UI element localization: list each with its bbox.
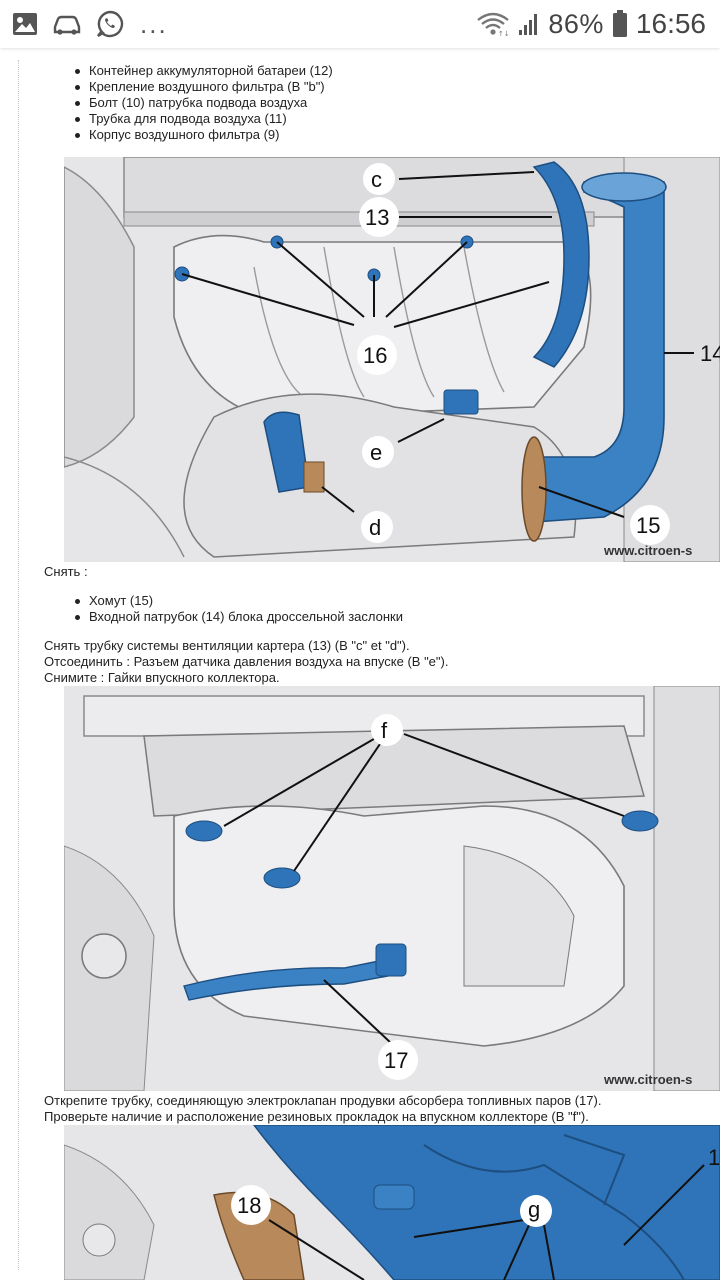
gallery-icon <box>12 12 38 36</box>
engine-illustration-1: c 13 16 14 e d 15 www.citroen-s <box>64 157 720 562</box>
list-item: Болт (10) патрубка подвода воздуха <box>0 95 333 111</box>
callout-1: 1 <box>708 1145 720 1170</box>
callout-18: 18 <box>237 1193 261 1218</box>
signal-icon <box>518 12 540 36</box>
whatsapp-icon <box>96 10 124 38</box>
overflow-indicator: ... <box>140 8 168 39</box>
car-icon <box>52 13 82 35</box>
callout-f: f <box>381 718 388 743</box>
battery-percent: 86% <box>548 8 604 39</box>
parts-list-2: Хомут (15) Входной патрубок (14) блока д… <box>0 593 403 625</box>
instruction-line: Проверьте наличие и расположение резинов… <box>44 1109 589 1124</box>
callout-13: 13 <box>365 205 389 230</box>
callout-15: 15 <box>636 513 660 538</box>
watermark: www.citroen-s <box>603 1072 692 1087</box>
engine-illustration-2: f 17 www.citroen-s <box>64 686 720 1091</box>
clock: 16:56 <box>635 8 706 39</box>
callout-g: g <box>528 1197 540 1222</box>
parts-list-1: Контейнер аккумуляторной батареи (12) Кр… <box>0 63 333 143</box>
list-item: Входной патрубок (14) блока дроссельной … <box>0 609 403 625</box>
instruction-line: Снимите : Гайки впускного коллектора. <box>44 670 280 685</box>
callout-c: c <box>371 167 382 192</box>
page-margin-rule <box>18 60 19 1270</box>
engine-illustration-3: 18 g 1 <box>64 1125 720 1280</box>
list-item: Контейнер аккумуляторной батареи (12) <box>0 63 333 79</box>
list-item: Крепление воздушного фильтра (В "b") <box>0 79 333 95</box>
figure-gaskets: 18 g 1 <box>64 1125 720 1280</box>
figure-manifold-nuts: f 17 www.citroen-s <box>64 686 720 1091</box>
callout-14: 14 <box>700 341 720 366</box>
watermark: www.citroen-s <box>603 543 692 558</box>
list-item: Хомут (15) <box>0 593 403 609</box>
callout-d: d <box>369 515 381 540</box>
figure-intake-manifold: c 13 16 14 e d 15 www.citroen-s <box>64 157 720 562</box>
instruction-line: Снять трубку системы вентиляции картера … <box>44 638 410 653</box>
svg-text:↑↓: ↑↓ <box>498 30 510 37</box>
list-item: Трубка для подвода воздуха (11) <box>0 111 333 127</box>
remove-label: Снять : <box>44 564 88 579</box>
instruction-line: Открепите трубку, соединяющую электрокла… <box>44 1093 602 1108</box>
callout-16: 16 <box>363 343 387 368</box>
status-bar: ... ↑↓ 86% 16:56 <box>0 0 720 48</box>
list-item: Корпус воздушного фильтра (9) <box>0 127 333 143</box>
instruction-line: Отсоединить : Разъем датчика давления во… <box>44 654 449 669</box>
callout-e: e <box>370 440 382 465</box>
wifi-icon: ↑↓ <box>476 11 510 37</box>
battery-icon <box>612 10 628 38</box>
callout-17: 17 <box>384 1048 408 1073</box>
